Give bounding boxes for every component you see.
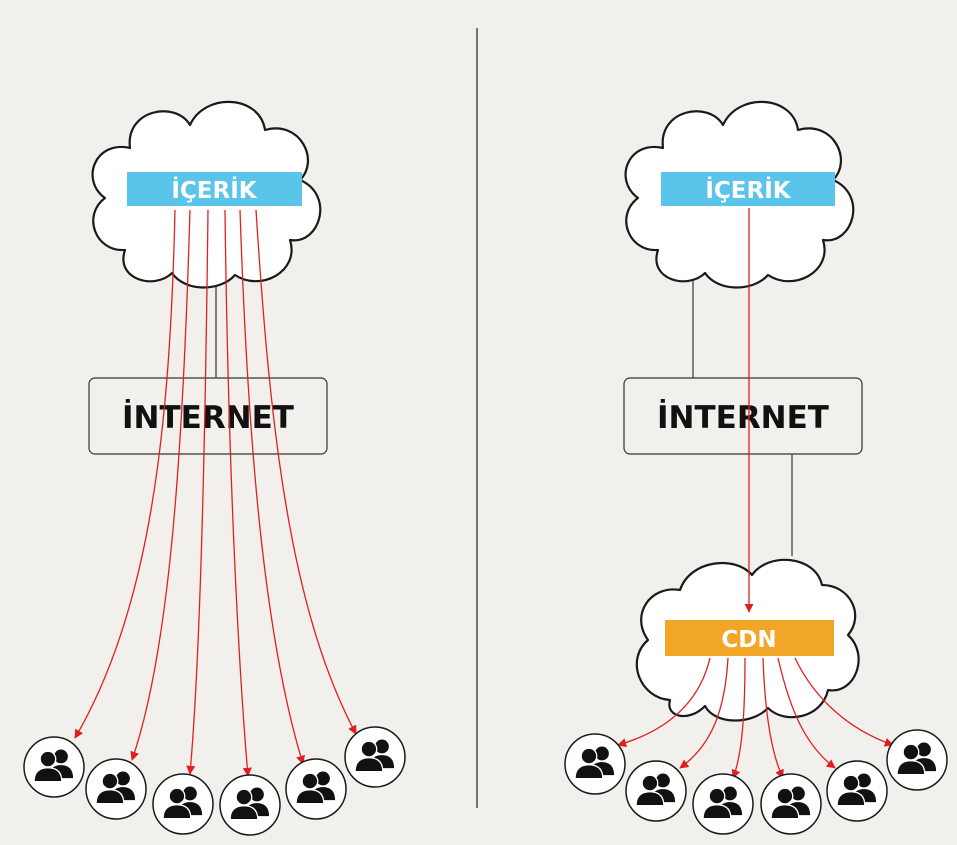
left-user-group-4 [219, 774, 281, 836]
right-user-group-4 [760, 773, 822, 835]
left-arrow-5 [239, 209, 305, 765]
right-user-group-3 [692, 773, 754, 835]
right-content-box [661, 172, 835, 206]
left-arrow-4 [224, 209, 252, 777]
left-arrow-6 [255, 209, 357, 735]
right-user-group-1 [564, 733, 626, 795]
left-arrows [74, 209, 357, 777]
cdn-label: CDN [721, 627, 776, 653]
left-user-group-5 [285, 758, 347, 820]
left-user-group-6 [344, 726, 406, 788]
left-arrow-1 [74, 209, 176, 739]
right-user-group-2 [625, 760, 687, 822]
right-panel: İÇERİK İNTERNET CDN [564, 100, 948, 835]
right-arrow-5 [777, 657, 836, 769]
left-user-group-3 [152, 773, 214, 835]
left-user-group-2 [85, 758, 147, 820]
left-internet-label: İNTERNET [122, 400, 294, 436]
left-content-box [127, 172, 302, 206]
right-arrow-1 [617, 657, 711, 748]
left-content-label: İÇERİK [171, 176, 257, 204]
left-arrow-3 [186, 209, 209, 775]
left-internet-box [88, 377, 328, 455]
left-user-group-1 [23, 736, 85, 798]
left-arrow-2 [130, 209, 191, 761]
right-user-group-5 [826, 760, 888, 822]
cdn-box [665, 620, 834, 656]
right-internet-label: İNTERNET [657, 400, 829, 436]
right-internet-box [623, 377, 863, 455]
right-arrow-6 [794, 657, 894, 747]
right-arrow-3 [731, 657, 746, 779]
right-user-group-6 [886, 729, 948, 791]
right-arrow-4 [762, 657, 784, 779]
left-panel: İÇERİK İNTERNET [23, 100, 406, 836]
right-arrow-2 [679, 657, 729, 769]
right-arrows [617, 657, 894, 779]
right-content-label: İÇERİK [705, 176, 791, 204]
